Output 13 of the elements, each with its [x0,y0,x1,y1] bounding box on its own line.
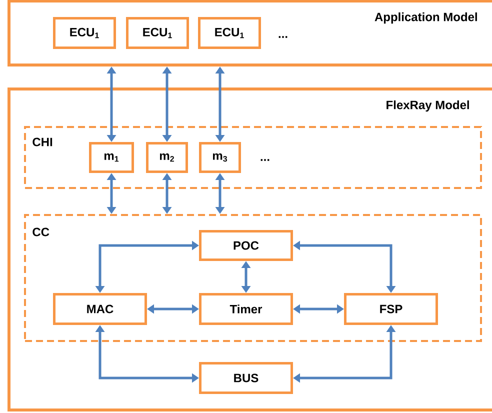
block-box: m$_{3}$ [199,142,241,173]
block-box: FSP [344,293,438,325]
block-box: m$_{1}$ [89,142,134,173]
block-box: BUS [199,362,293,394]
block-box: m$_{2}$ [146,142,188,173]
block-box: MAC [53,293,147,325]
block-box: ECU$_{1}$ [198,17,261,49]
block-box: ECU$_{1}$ [53,17,116,49]
block-box: POC [199,230,293,261]
ellipsis: ... [278,36,288,38]
block-box: Timer [199,293,293,325]
block-box: ECU$_{1}$ [126,17,189,49]
ellipsis: ... [260,159,270,161]
